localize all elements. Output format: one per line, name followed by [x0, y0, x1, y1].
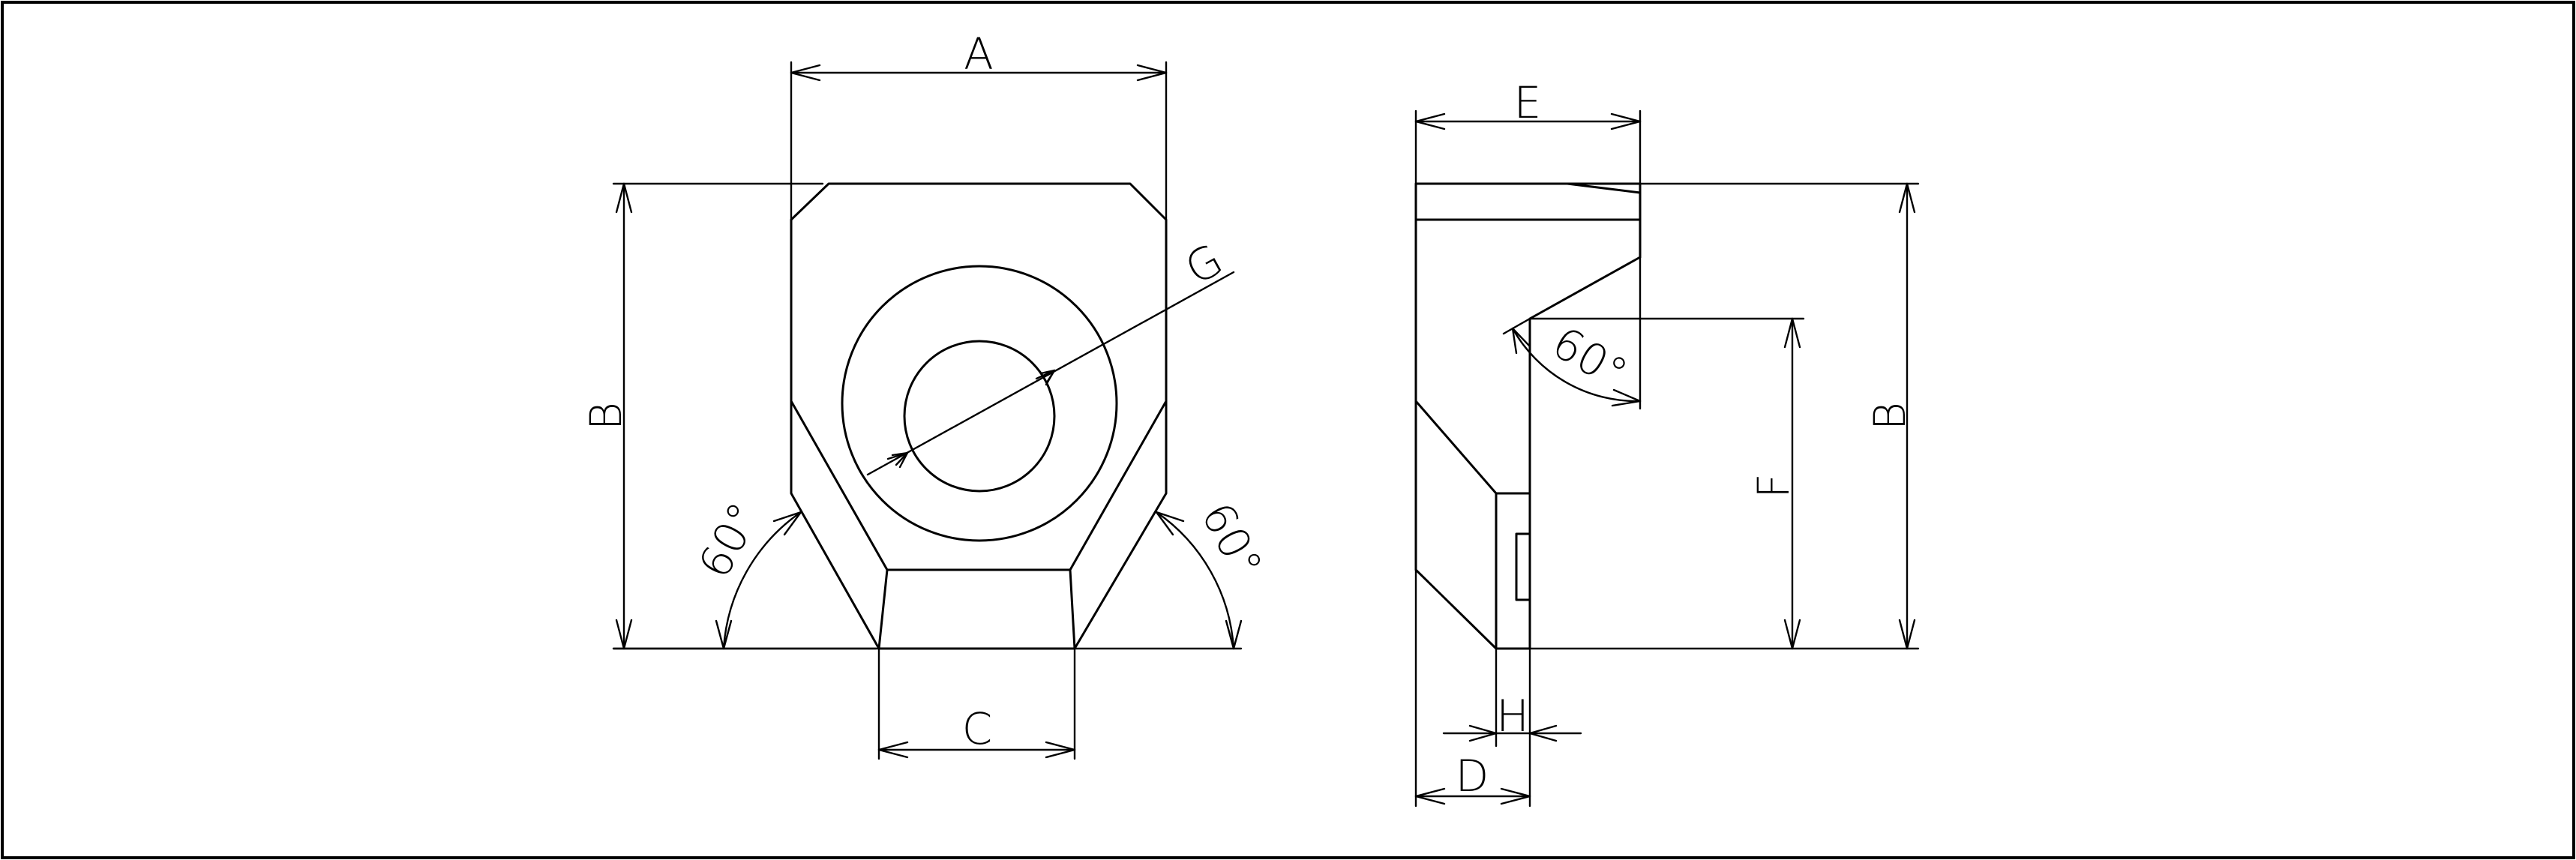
front-view-slot-left-chamfer: [877, 568, 889, 650]
angle-label-left: 60°: [688, 494, 769, 586]
side-view-upper-slope: [1414, 400, 1498, 495]
front-view-slot-right-edge: [1069, 400, 1168, 571]
dim-label-h: H: [1496, 691, 1529, 742]
side-view-notch: [1515, 532, 1531, 601]
angle-label-right: 60°: [1192, 494, 1273, 586]
dimension-f: F: [1528, 317, 1805, 650]
side-view-outline: [1414, 182, 1642, 650]
front-view-slot-left-edge: [790, 400, 889, 571]
dimension-a: A: [790, 28, 1168, 221]
dim-label-d: D: [1456, 751, 1489, 802]
dimension-d: D: [1414, 568, 1531, 808]
angle-label-side: 60°: [1543, 317, 1636, 400]
front-view-slot-right-chamfer: [1069, 568, 1076, 650]
dimension-c: C: [877, 647, 1076, 760]
dimension-h: H: [1442, 647, 1582, 808]
front-view: [790, 182, 1168, 650]
dim-label-a: A: [964, 28, 994, 79]
side-view-top-taper: [1566, 182, 1642, 194]
dimension-b-right: B: [1528, 182, 1920, 650]
dim-label-f: F: [1748, 473, 1799, 498]
dim-label-b-right: B: [1864, 402, 1915, 430]
dim-label-e: E: [1514, 77, 1542, 128]
angle-dimension-right: 60°: [1073, 494, 1273, 650]
front-view-outline: [790, 182, 1168, 650]
dim-label-g: G: [1177, 234, 1231, 295]
side-view: [1414, 182, 1642, 650]
angle-dimension-left: 60°: [612, 494, 880, 650]
dim-label-c: C: [962, 703, 993, 754]
counterbore-circle: [841, 265, 1118, 542]
dimension-e: E: [1414, 77, 1642, 410]
dim-label-b-left: B: [580, 402, 631, 430]
angle-dimension-side: 60°: [1502, 317, 1642, 407]
bore-circle: [903, 340, 1056, 493]
